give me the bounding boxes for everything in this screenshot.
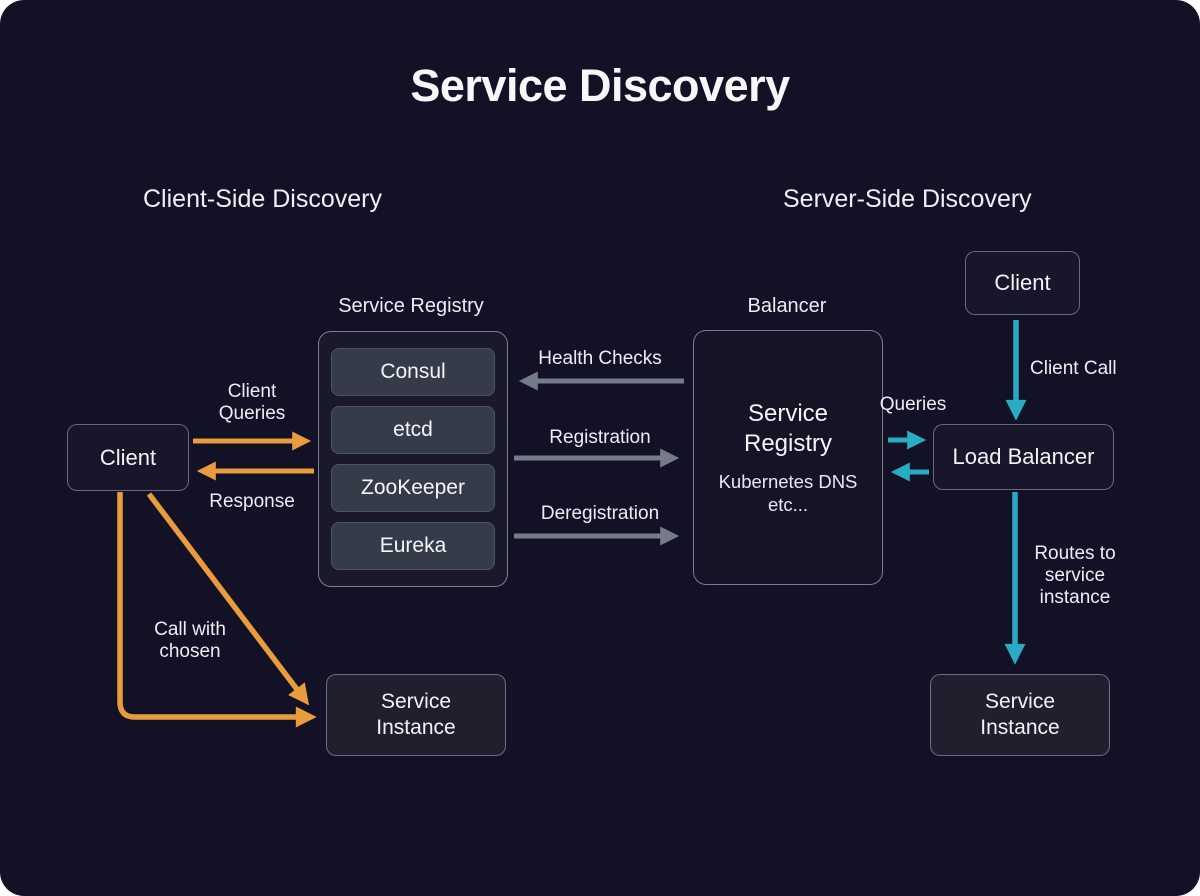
- service-instance-box-right: Service Instance: [930, 674, 1110, 756]
- client-queries-label: Client Queries: [218, 381, 286, 424]
- registry-item-consul-label: Consul: [380, 360, 446, 383]
- server-registry-box: Service Registry Kubernetes DNS etc...: [693, 330, 883, 585]
- routes-label: Routes to service instance: [1034, 543, 1116, 608]
- response-label: Response: [209, 491, 295, 512]
- service-registry-label: Service Registry: [338, 295, 484, 317]
- deregistration-label: Deregistration: [540, 503, 660, 524]
- server-registry-title: Service Registry: [743, 400, 833, 457]
- client-side-heading: Client-Side Discovery: [143, 185, 382, 213]
- client-box-left-label: Client: [99, 444, 157, 470]
- registry-item-eureka: Eureka: [331, 522, 495, 570]
- service-instance-right-label: Service Instance: [980, 690, 1060, 739]
- registry-item-etcd-label: etcd: [393, 418, 433, 441]
- queries-label: Queries: [879, 394, 947, 415]
- health-checks-label: Health Checks: [538, 348, 662, 369]
- registry-item-zookeeper-label: ZooKeeper: [361, 476, 465, 499]
- service-registry-box: Consul etcd ZooKeeper Eureka: [318, 331, 508, 587]
- client-call-label: Client Call: [1030, 358, 1117, 379]
- server-registry-subtitle: Kubernetes DNS etc...: [718, 471, 858, 515]
- load-balancer-box: Load Balancer: [933, 424, 1114, 490]
- registration-label: Registration: [549, 427, 651, 448]
- client-box-left: Client: [67, 424, 189, 491]
- client-to-instance-arrow: [117, 492, 317, 728]
- registry-item-consul: Consul: [331, 348, 495, 396]
- page-title: Service Discovery: [410, 60, 790, 111]
- service-instance-box-left: Service Instance: [326, 674, 506, 756]
- registry-item-zookeeper: ZooKeeper: [331, 464, 495, 512]
- server-side-heading: Server-Side Discovery: [783, 185, 1032, 213]
- client-box-right: Client: [965, 251, 1080, 315]
- balancer-label: Balancer: [747, 295, 827, 317]
- load-balancer-label: Load Balancer: [952, 444, 1095, 469]
- registry-item-eureka-label: Eureka: [379, 534, 447, 557]
- service-instance-left-label: Service Instance: [376, 690, 456, 739]
- client-box-right-label: Client: [994, 270, 1051, 295]
- registry-item-etcd: etcd: [331, 406, 495, 454]
- call-with-chosen-label: Call with chosen: [154, 619, 226, 662]
